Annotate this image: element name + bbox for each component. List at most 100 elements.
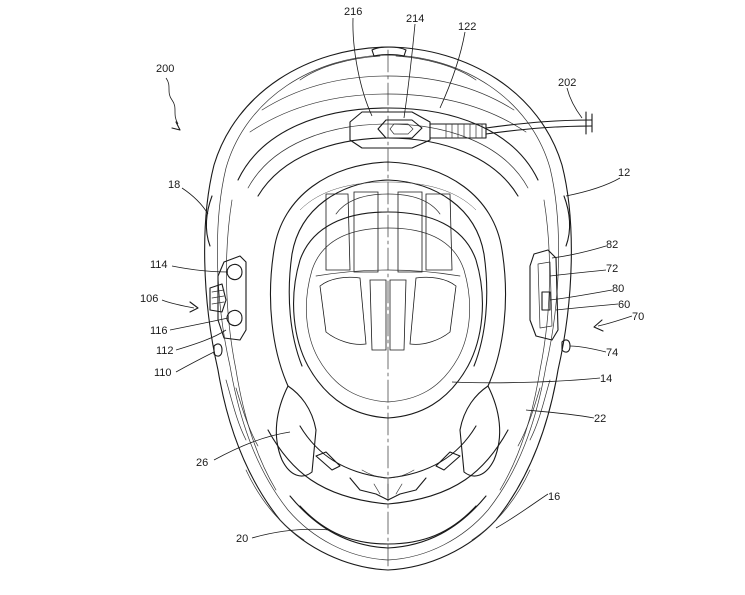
module-housing-216 xyxy=(349,111,431,149)
liner-band-mid xyxy=(247,123,529,189)
leader-14 xyxy=(451,377,601,384)
inner-rim-inner xyxy=(291,179,488,367)
leader-72 xyxy=(549,269,607,277)
leader-106 xyxy=(161,299,195,309)
ref-116: 116 xyxy=(150,325,168,337)
crown-pad-seam-h xyxy=(315,269,461,277)
ref-82: 82 xyxy=(606,239,618,251)
ref-112: 112 xyxy=(156,345,174,357)
outer-shell xyxy=(204,46,572,571)
ref-74: 74 xyxy=(606,347,618,359)
right-mount-bracket-70 xyxy=(529,249,559,341)
leader-70 xyxy=(597,315,633,327)
top-ridge-left xyxy=(299,55,381,81)
shell-accent-right-12 xyxy=(563,195,571,247)
inner-rim-outer xyxy=(273,161,507,387)
left-mount-lower-button-116 xyxy=(226,309,243,327)
leader-18 xyxy=(181,187,209,215)
crown-pad-bottom-left xyxy=(319,276,367,345)
ref-70: 70 xyxy=(632,311,644,323)
ref-14: 14 xyxy=(600,373,612,385)
leader-80 xyxy=(549,289,613,301)
inner-rim-inner-left xyxy=(288,253,303,367)
right-mount-slot-80 xyxy=(541,291,551,311)
cable-wire-b xyxy=(485,125,593,135)
crown-pad-bottom-mid-left xyxy=(369,279,387,351)
ref-16: 16 xyxy=(548,491,560,503)
ref-80: 80 xyxy=(612,283,624,295)
side-vent-left xyxy=(225,379,259,447)
connector-ribs xyxy=(445,123,483,139)
leader-60 xyxy=(555,303,619,311)
leader-16 xyxy=(495,493,549,529)
module-inner-214 xyxy=(377,119,423,139)
chin-vent-slots xyxy=(373,483,403,499)
chin-bar-lower xyxy=(289,495,487,549)
right-mount-inner-72 xyxy=(537,261,553,329)
liner-band-outer xyxy=(237,107,539,181)
ref-12: 12 xyxy=(618,167,630,179)
leader-22 xyxy=(525,409,595,419)
ref-200: 200 xyxy=(156,63,174,75)
chin-bar-20 xyxy=(299,505,477,545)
cheek-pad-left-26 xyxy=(275,385,317,477)
top-vent xyxy=(371,46,407,57)
module-button xyxy=(389,123,414,135)
left-mount-connector-ribs xyxy=(211,289,225,305)
leader-202 xyxy=(566,87,583,119)
leader-114 xyxy=(171,265,229,273)
crown-pad-bottom-mid-right xyxy=(389,279,407,351)
ref-106: 106 xyxy=(140,293,158,305)
cable-wire-a xyxy=(485,119,593,129)
top-ridge-right xyxy=(395,55,477,81)
leader-26 xyxy=(213,431,291,461)
leader-110 xyxy=(175,351,215,373)
chin-vent xyxy=(349,477,427,501)
ref-216: 216 xyxy=(344,6,362,18)
leader-12 xyxy=(565,177,621,197)
liner-ribs xyxy=(299,181,477,211)
ref-20: 20 xyxy=(236,533,248,545)
crown-pad-top-right xyxy=(425,193,453,271)
chin-bar-outer xyxy=(267,429,509,505)
chin-vent-inner xyxy=(361,469,415,479)
leader-82 xyxy=(551,245,607,259)
leader-216 xyxy=(352,17,373,117)
leader-106-arrow xyxy=(189,301,199,313)
leader-200-squiggle xyxy=(165,77,179,125)
leader-20 xyxy=(251,528,331,539)
leader-116 xyxy=(169,317,229,331)
ref-72: 72 xyxy=(606,263,618,275)
ref-214: 214 xyxy=(406,13,424,25)
leader-214 xyxy=(403,23,416,119)
side-vent-right xyxy=(517,379,551,447)
crown-pad-bottom-right xyxy=(409,276,457,345)
side-contour-right xyxy=(499,199,550,491)
cheek-pad-right xyxy=(459,385,501,477)
lower-shell-right-16 xyxy=(471,469,531,541)
left-mount-upper-button-114 xyxy=(226,263,243,281)
ref-60: 60 xyxy=(618,299,630,311)
leader-112 xyxy=(175,329,227,351)
left-mount-connector-106 xyxy=(209,283,227,313)
ref-26: 26 xyxy=(196,457,208,469)
ref-18: 18 xyxy=(168,179,180,191)
shell-accent-left-18 xyxy=(205,195,213,247)
ref-114: 114 xyxy=(150,259,168,271)
ref-202: 202 xyxy=(558,77,576,89)
ref-22: 22 xyxy=(594,413,606,425)
comfort-liner-inner xyxy=(305,227,471,403)
lower-shell-left-16 xyxy=(245,469,305,541)
side-contour-left xyxy=(226,199,277,491)
chin-grille-right xyxy=(435,451,461,471)
leader-74 xyxy=(569,345,607,353)
left-mount-clip-110 xyxy=(213,343,223,357)
chin-grille-left xyxy=(315,451,341,471)
leader-200-arrow xyxy=(171,121,181,131)
crown-pad-dome xyxy=(335,193,441,215)
comfort-liner-14 xyxy=(293,211,483,419)
leader-70-arrow xyxy=(593,319,604,332)
crown-pad-top-mid-left xyxy=(353,191,379,273)
